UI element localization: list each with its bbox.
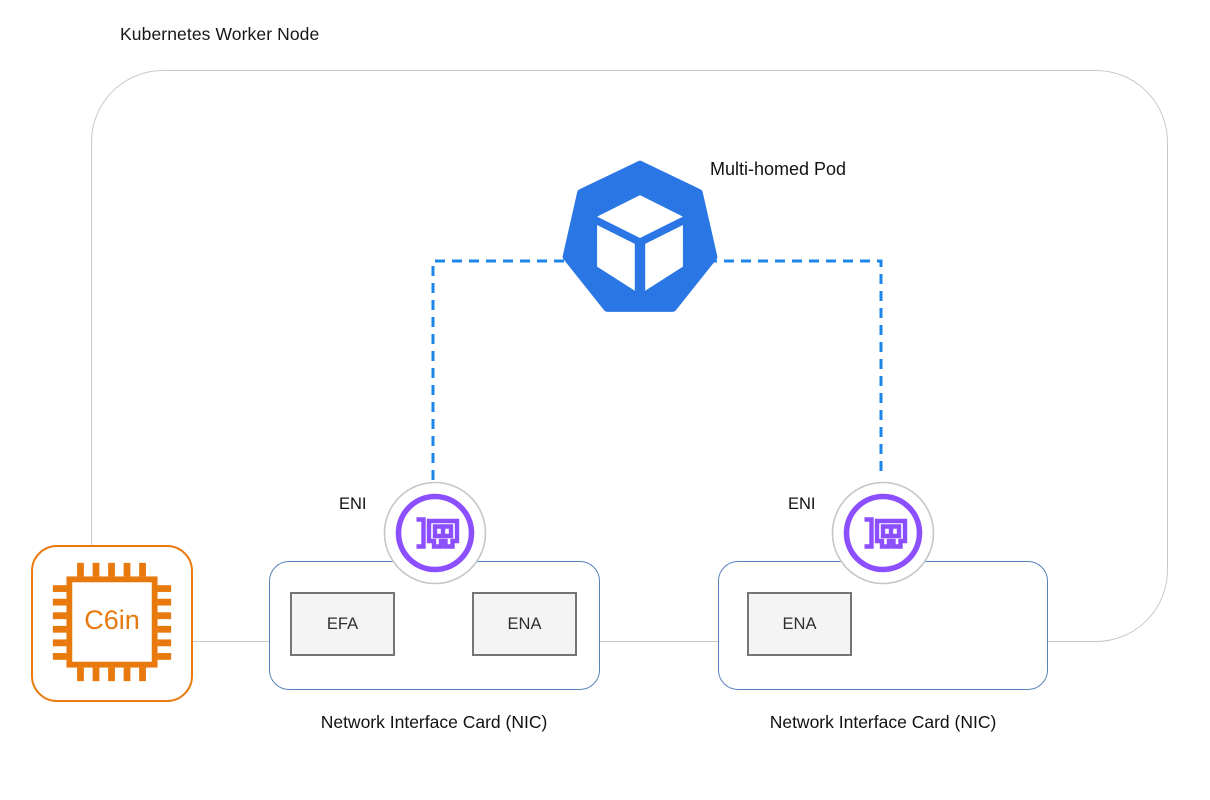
c6in-instance-label: C6in [84,605,140,635]
ena-slot-right: ENA [747,592,852,656]
worker-node-boundary [91,70,1168,642]
eni-network-card-icon-right [831,481,935,585]
nic-caption-right: Network Interface Card (NIC) [769,712,997,732]
ena-slot-left-label: ENA [507,614,542,633]
cpu-chip-icon [52,562,172,682]
nic-caption-left: Network Interface Card (NIC) [320,712,548,732]
eni-network-card-icon-left [383,481,487,585]
ena-slot-left: ENA [472,592,577,656]
pod-label: Multi-homed Pod [710,159,847,179]
efa-slot: EFA [290,592,395,656]
eni-label-left: ENI [339,495,367,513]
eni-label-right: ENI [788,495,816,513]
worker-node-title: Kubernetes Worker Node [120,24,320,44]
ena-slot-right-label: ENA [782,614,817,633]
kubernetes-pod-icon [562,160,718,312]
efa-slot-label: EFA [326,614,359,633]
